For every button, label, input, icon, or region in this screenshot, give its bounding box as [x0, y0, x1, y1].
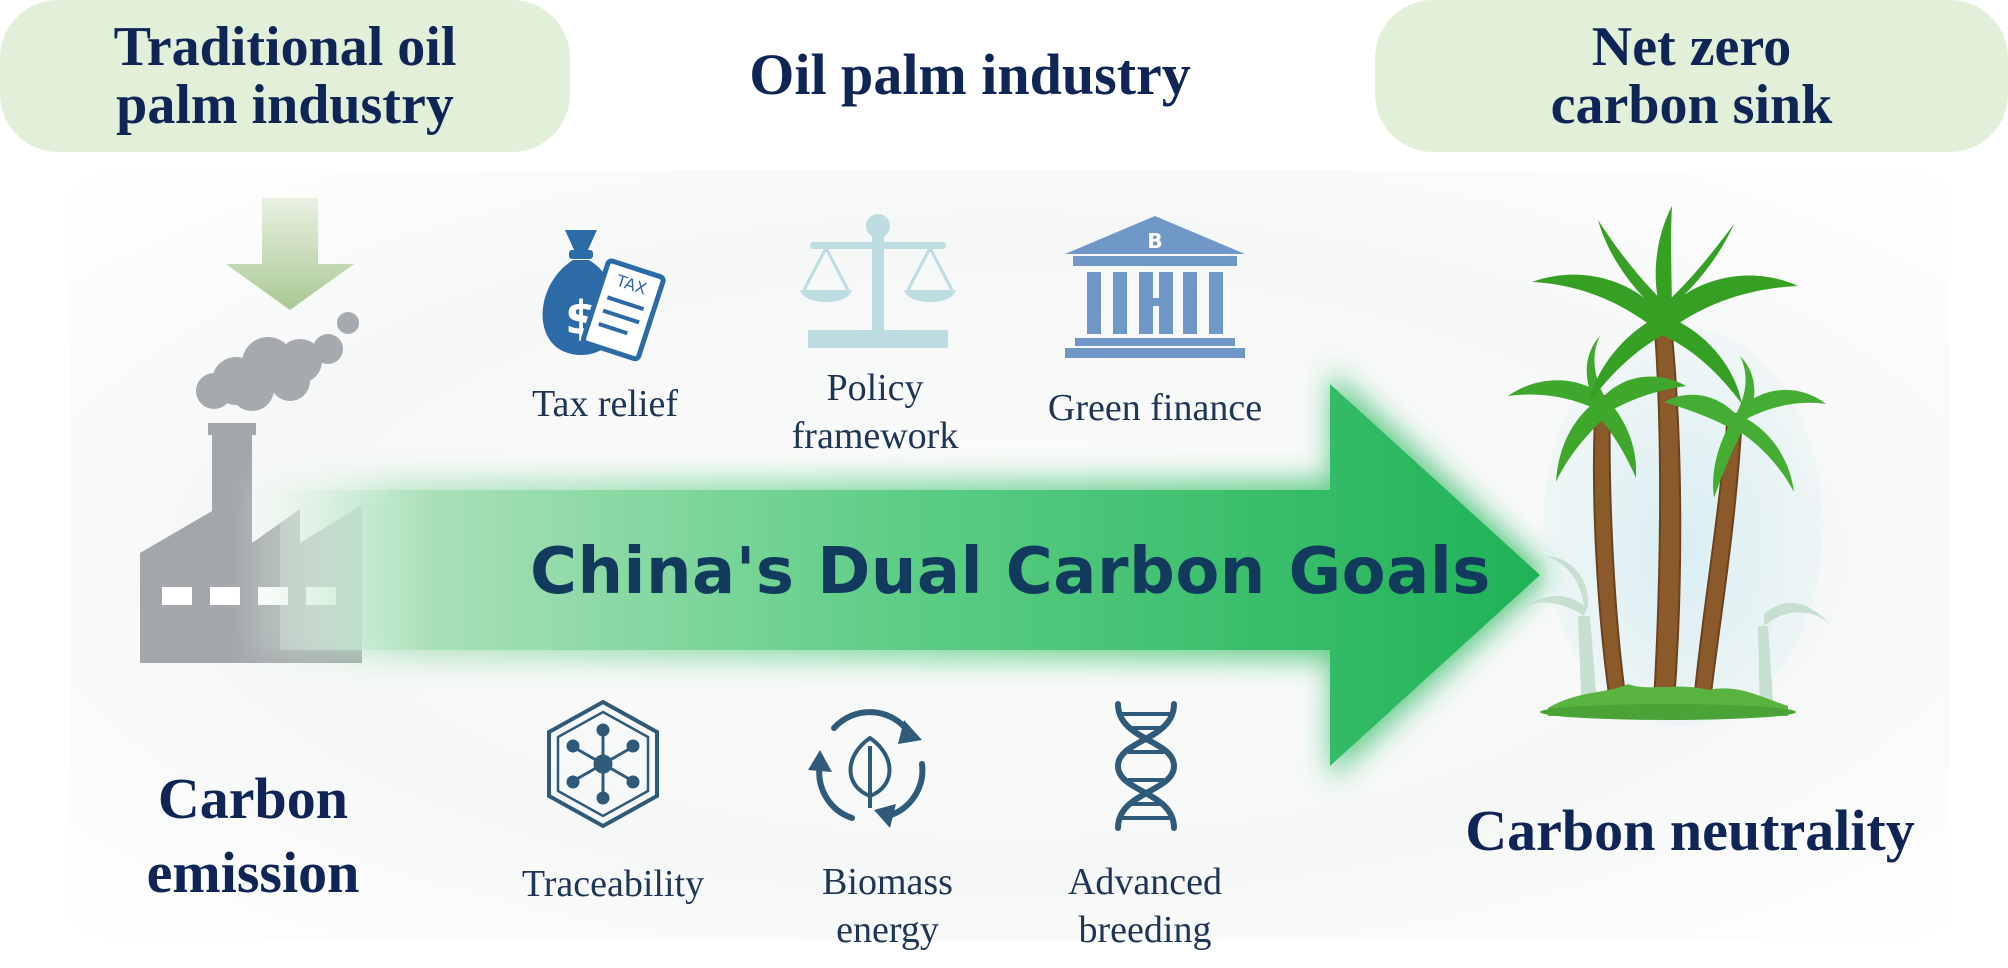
- tax-relief-label: Tax relief: [531, 383, 679, 425]
- down-arrow-icon: [226, 198, 354, 310]
- oil-palm-industry-title: Oil palm industry: [749, 42, 1191, 107]
- bank-icon: B: [1065, 216, 1245, 358]
- carbon-emission-caption: Carbon emission: [146, 766, 360, 905]
- green-finance-label: Green finance: [1047, 387, 1263, 429]
- network-hexagon-icon: [547, 699, 659, 829]
- traditional-industry-label: Traditional oil palm industry: [113, 16, 457, 136]
- palm-trees-icon: [1508, 206, 1830, 726]
- net-zero-pill: Net zero carbon sink: [1375, 0, 2008, 152]
- traditional-industry-pill: Traditional oil palm industry: [0, 0, 570, 152]
- leaf-recycle-icon: [808, 709, 926, 828]
- money-bag-tax-icon: $ TAX: [542, 230, 666, 362]
- balance-scale-icon: [800, 214, 956, 348]
- biomass-energy-label: Biomass energy: [822, 861, 953, 951]
- carbon-neutrality-caption: Carbon neutrality: [1465, 798, 1915, 863]
- svg-text:B: B: [1147, 229, 1162, 253]
- dual-carbon-arrow: [250, 370, 1550, 780]
- dual-carbon-goals-label: China's Dual Carbon Goals: [530, 535, 1491, 609]
- advanced-breeding-label: Advanced breeding: [1067, 861, 1223, 951]
- dna-icon: [1114, 701, 1178, 831]
- policy-framework-label: Policy framework: [791, 367, 959, 457]
- net-zero-label: Net zero carbon sink: [1550, 16, 1833, 136]
- traceability-label: Traceability: [521, 863, 705, 905]
